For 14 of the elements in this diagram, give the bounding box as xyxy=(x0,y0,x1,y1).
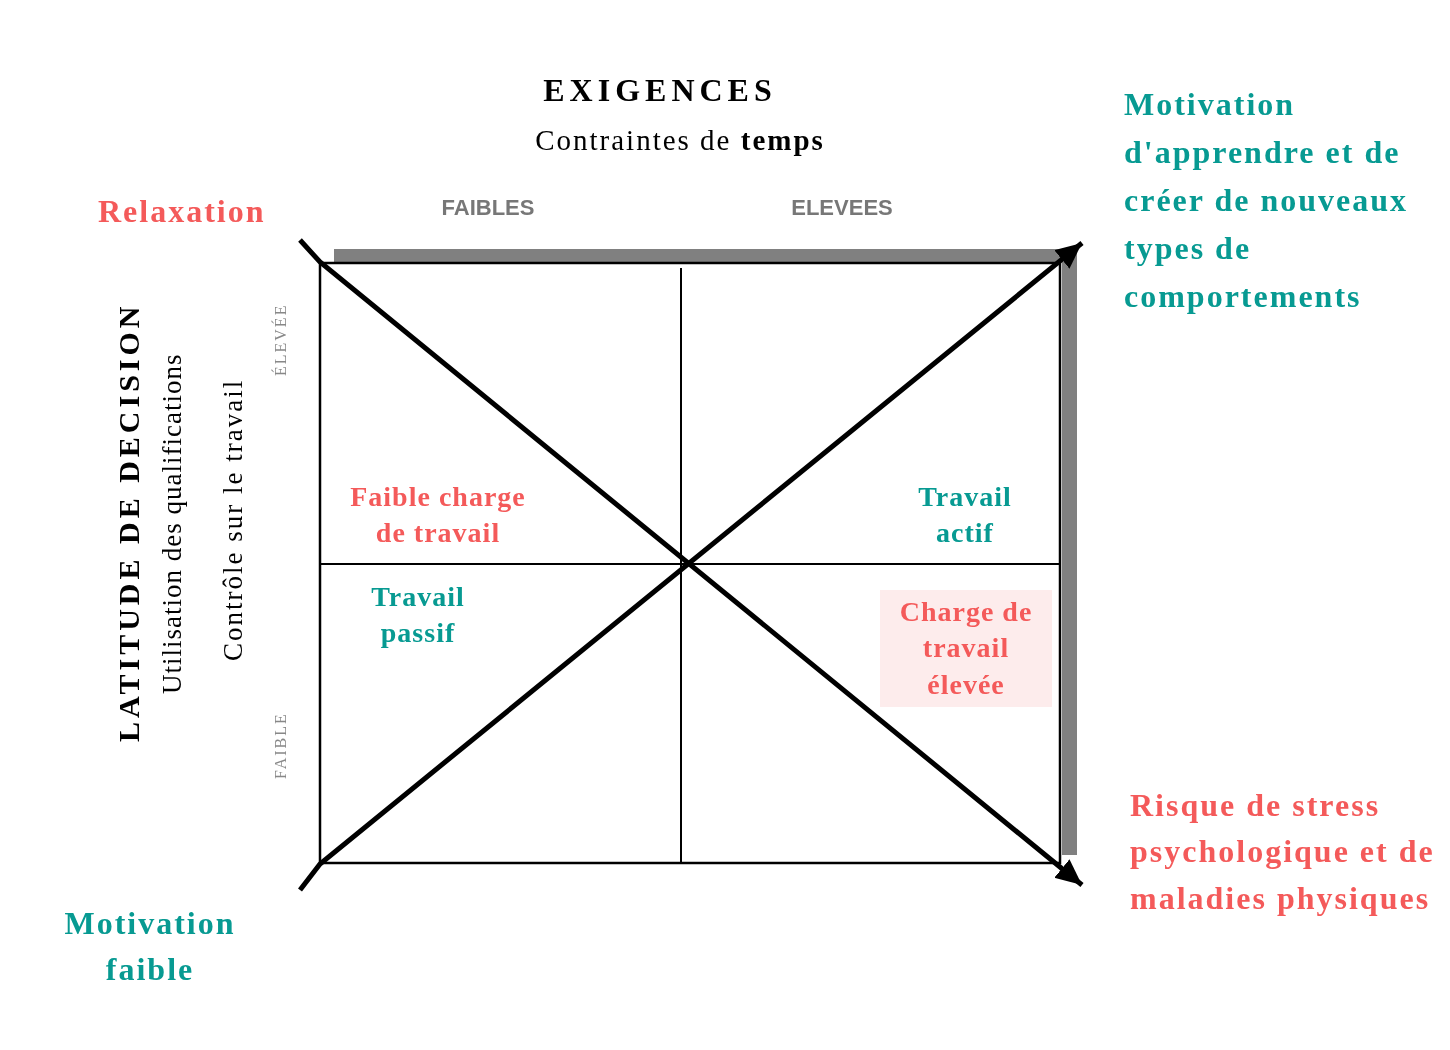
outcome-label: Risque de stress psychologique et de maladies physiques xyxy=(1082,782,1450,922)
column-heading: FAIBLES xyxy=(440,195,536,221)
column-heading: ELEVEES xyxy=(790,195,894,221)
axis-subtitle: Contraintes de temps xyxy=(534,124,826,157)
axis-subtitle: Utilisation des qualifications xyxy=(157,352,188,697)
outcome-label: Motivation d'apprendre et de créer de nouveaux types de comportements xyxy=(1082,80,1450,320)
outcome-label: Motivation faible xyxy=(30,890,322,1000)
row-heading: FAIBLE xyxy=(272,711,290,782)
quadrant-label: Charge de travail élevée xyxy=(880,590,1052,708)
row-heading: ÉLEVÉE xyxy=(272,302,290,379)
axis-subtitle: Contrôle sur le travail xyxy=(218,377,249,664)
axis-title: EXIGENCES xyxy=(542,72,778,109)
axis-title: LATITUDE DE DECISION xyxy=(112,301,146,745)
outcome-label: Relaxation xyxy=(95,188,322,240)
